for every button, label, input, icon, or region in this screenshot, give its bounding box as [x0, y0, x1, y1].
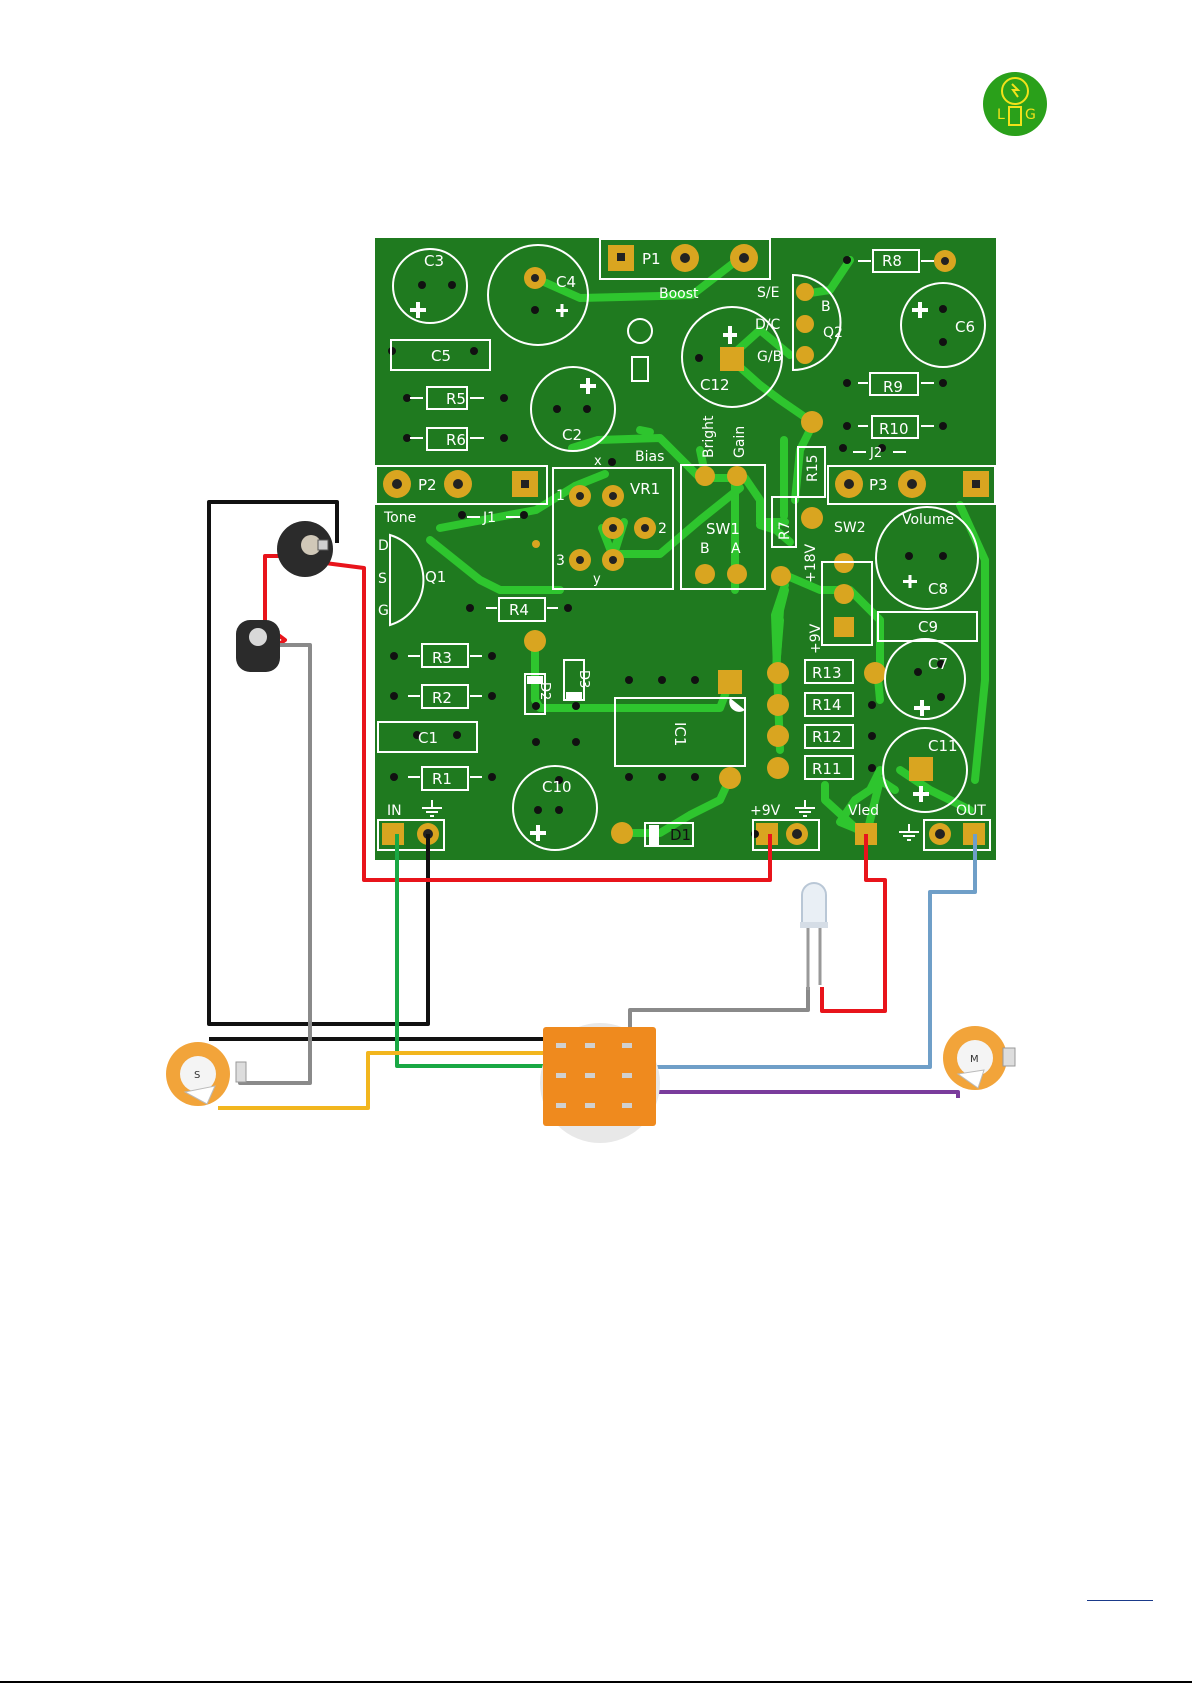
label-b: B: [821, 299, 831, 315]
label-vr1-pin3: 3: [556, 553, 565, 569]
logo-letter-g: G: [1025, 107, 1036, 123]
label-ic1: IC1: [671, 722, 689, 746]
label-q2: Q2: [823, 325, 843, 341]
label-gain: Gain: [732, 426, 748, 458]
label-bright: Bright: [701, 415, 717, 458]
label-r14: R14: [812, 696, 842, 714]
label-r5: R5: [446, 390, 466, 408]
label-volume: Volume: [902, 512, 954, 528]
label-r6: R6: [446, 431, 466, 449]
page-bottom-border: [0, 1681, 1192, 1683]
label-vr1-pin2: 2: [658, 521, 667, 537]
label-c6: C6: [955, 318, 975, 336]
label-r10: R10: [879, 420, 909, 438]
label-c2: C2: [562, 426, 582, 444]
wire-gray: [240, 645, 310, 1083]
label-r8: R8: [882, 252, 902, 270]
jack-s-label: S: [194, 1070, 200, 1081]
label-vr1-pin1: 1: [556, 488, 565, 504]
label-boost: Boost: [659, 286, 699, 302]
label-r12: R12: [812, 728, 842, 746]
label-x: x: [594, 454, 602, 469]
label-d1: D1: [670, 826, 691, 844]
label-tone: Tone: [383, 510, 416, 526]
label-vled: Vled: [848, 803, 879, 819]
logo: L G: [983, 72, 1047, 136]
label-r7: R7: [777, 521, 793, 540]
label-c10: C10: [542, 778, 572, 796]
dc-jack-icon: [277, 521, 333, 577]
jack-m-label: M: [970, 1054, 979, 1065]
label-dc: D/C: [755, 317, 780, 333]
label-c11: C11: [928, 737, 958, 755]
label-sw2: SW2: [834, 520, 866, 536]
wire-blue-output: [616, 834, 975, 1067]
footswitch-3pdt-icon: [540, 1023, 660, 1143]
label-c9: C9: [918, 618, 938, 636]
label-vr1: VR1: [630, 480, 660, 498]
label-18v: +18V: [803, 543, 819, 583]
label-j1: J1: [482, 510, 496, 526]
label-in: IN: [387, 803, 402, 819]
label-p2: P2: [418, 476, 437, 494]
led-icon: [800, 883, 828, 990]
label-r4: R4: [509, 601, 529, 619]
label-r15: R15: [805, 454, 821, 482]
battery-snap-icon: [236, 620, 280, 672]
label-d2: D2: [537, 682, 552, 700]
label-gb: G/B: [757, 349, 782, 365]
label-q1: Q1: [425, 568, 446, 586]
label-c12: C12: [700, 376, 730, 394]
label-c1: C1: [418, 729, 438, 747]
label-r9: R9: [883, 378, 903, 396]
label-s: S: [378, 571, 387, 587]
label-9v-sw: +9V: [808, 623, 824, 654]
label-out: OUT: [956, 803, 986, 819]
label-sw1: SW1: [706, 520, 740, 538]
input-jack-icon: S: [166, 1042, 246, 1106]
output-jack-icon: M: [943, 1026, 1015, 1090]
label-r11: R11: [812, 760, 842, 778]
page-mark: [1087, 1600, 1153, 1601]
pcb-board: C3 C4 P1 Boost R8 S/E B D/C Q2 G/B C6 C5…: [375, 238, 996, 860]
label-9v: +9V: [750, 803, 781, 819]
label-j2: J2: [869, 446, 882, 461]
label-c4: C4: [556, 273, 576, 291]
label-d3: D3: [576, 670, 591, 688]
logo-letter-l: L: [997, 107, 1005, 123]
wire-yellow: [218, 1053, 565, 1108]
label-p1: P1: [642, 250, 661, 268]
label-sw1-b: B: [700, 541, 710, 557]
label-r3: R3: [432, 649, 452, 667]
label-c7: C7: [928, 655, 948, 673]
label-r1: R1: [432, 770, 452, 788]
label-r2: R2: [432, 689, 452, 707]
wire-green-input: [397, 834, 565, 1080]
label-c8: C8: [928, 580, 948, 598]
label-p3: P3: [869, 476, 888, 494]
label-sw1-a: A: [731, 541, 741, 557]
label-c5: C5: [431, 347, 451, 365]
label-c3: C3: [424, 252, 444, 270]
label-d: D: [378, 538, 389, 554]
label-se: S/E: [757, 285, 779, 301]
label-g: G: [378, 603, 389, 619]
label-r13: R13: [812, 664, 842, 682]
label-bias: Bias: [635, 449, 664, 465]
label-y: y: [593, 572, 601, 587]
